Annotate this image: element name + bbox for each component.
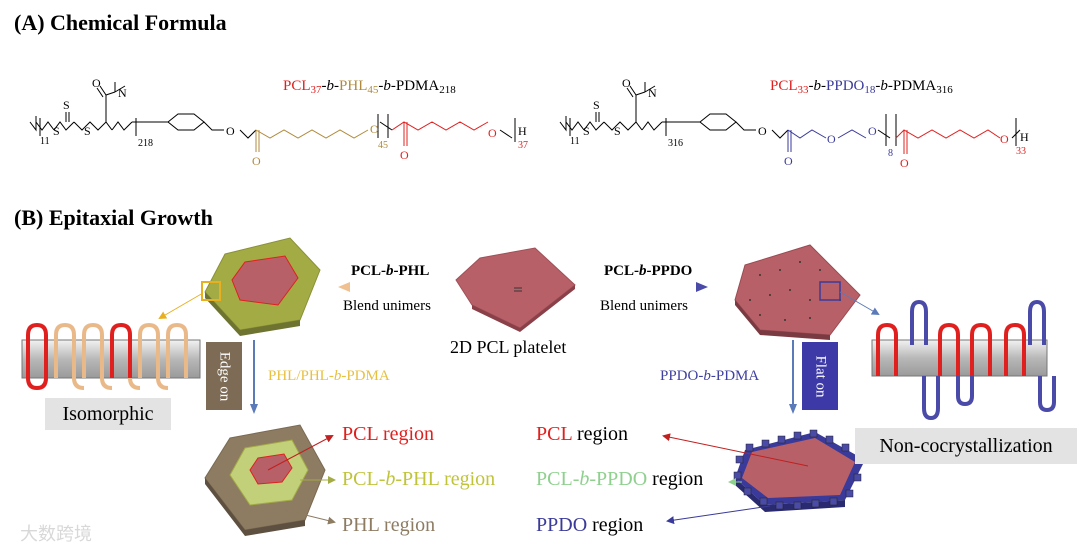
right-ppdo-region-label: PPDO region [536, 514, 644, 536]
right-struct-s1: S [583, 124, 590, 138]
left-formula-sep1: -b- [321, 78, 340, 94]
non-cocrystallization-box: Non-cocrystallization [855, 428, 1077, 464]
edge-on-label: Edge on [216, 351, 233, 401]
left-arrow-caption: Blend unimers [343, 298, 431, 314]
left-struct-o3: O [252, 154, 261, 168]
right-struct-s3: S [614, 124, 621, 138]
right-struct-n33: 33 [1016, 146, 1026, 157]
right-pcl-region-label: PCL region [536, 423, 629, 445]
left-struct-o1: O [92, 76, 101, 90]
section-a-heading: (A) Chemical Formula [14, 10, 227, 35]
left-pcl-region-arrow [267, 435, 334, 471]
left-top-platelet [201, 237, 321, 336]
left-bottom-platelet [204, 424, 326, 536]
right-structure [559, 82, 756, 136]
left-pcl-region-label: PCL region [342, 423, 435, 445]
left-phl-region-label: PHL region [342, 514, 436, 536]
right-struct-o2: O [758, 124, 767, 138]
center-platelet-label: 2D PCL platelet [450, 337, 567, 357]
flat-on-box: Flat on [802, 342, 838, 410]
right-struct-o6: O [900, 156, 909, 170]
right-top-platelet [734, 244, 861, 340]
left-phl-chain [255, 129, 369, 139]
right-struct-o5: O [868, 124, 877, 138]
left-struct-o5: O [400, 148, 409, 162]
right-formula-sep1: -b- [808, 78, 827, 94]
right-struct-o7: O [1000, 132, 1009, 146]
right-zoom-arrow [839, 291, 880, 316]
right-arrow-title: PCL-b-PPDO [604, 263, 693, 279]
flat-on-label: Flat on [812, 354, 829, 398]
right-pcl-chain [895, 129, 1001, 139]
left-struct-s3: S [84, 124, 91, 138]
right-formula-pcl: PCL [770, 78, 798, 94]
right-side-label: PPDO-b-PDMA [660, 368, 760, 384]
right-formula-sep2: -b- [875, 78, 893, 94]
isomorphic-box: Isomorphic [45, 398, 171, 430]
right-ppdo-chain [787, 129, 827, 139]
left-formula-sep2: -b- [378, 78, 396, 94]
left-struct-n37: 37 [518, 140, 528, 151]
left-pcl-chain [391, 121, 489, 131]
left-zoom-arrow [158, 292, 204, 320]
right-formula-mid: PPDO [826, 78, 865, 94]
right-formula-title: PCL33-b-PPDO18-b-PDMA316 [770, 78, 953, 96]
right-struct-n: N [648, 86, 657, 100]
right-struct-h: H [1020, 130, 1029, 144]
left-struct-n45: 45 [378, 140, 388, 151]
left-copoly-region-label: PCL-b-PHL region [342, 468, 496, 490]
left-formula-title: PCL37-b-PHL45-b-PDMA218 [283, 78, 456, 96]
watermark: 大数跨境 [20, 524, 92, 545]
right-struct-n316: 316 [668, 138, 683, 149]
left-struct-n218: 218 [138, 138, 153, 149]
left-side-label: PHL/PHL-b-PDMA [268, 368, 390, 384]
right-ppdo-region-arrow [666, 505, 771, 525]
left-struct-n: N [118, 86, 127, 100]
center-platelet [455, 247, 576, 332]
left-phl-region-arrow [284, 509, 336, 525]
left-formula-pcl: PCL [283, 78, 311, 94]
right-formula-pcl-dp: 33 [797, 84, 809, 96]
right-formula-pdma-dp: 316 [936, 84, 953, 96]
left-struct-h: H [518, 124, 527, 138]
right-struct-o1: O [622, 76, 631, 90]
left-struct-o6: O [488, 126, 497, 140]
right-bottom-platelet [733, 429, 865, 512]
right-formula-mid-dp: 18 [864, 84, 876, 96]
left-struct-o2: O [226, 124, 235, 138]
section-b-heading: (B) Epitaxial Growth [14, 205, 213, 230]
left-formula-mid: PHL [339, 78, 368, 94]
right-struct-o4: O [827, 132, 836, 146]
left-struct-s2: S [63, 98, 70, 112]
right-formula-pdma: PDMA [892, 78, 937, 94]
left-arrow-title: PCL-b-PHL [351, 263, 430, 279]
left-ester1 [239, 129, 257, 139]
left-formula-pdma: PDMA [395, 78, 440, 94]
right-copoly-region-label: PCL-b-PPDO region [536, 468, 704, 490]
right-struct-n8: 8 [888, 148, 893, 159]
left-formula-pcl-dp: 37 [310, 84, 322, 96]
right-struct-n11: 11 [570, 136, 580, 147]
right-struct-o3: O [784, 154, 793, 168]
right-arrow-caption: Blend unimers [600, 298, 688, 314]
edge-on-box: Edge on [206, 342, 242, 410]
right-lamella [871, 299, 1056, 421]
left-structure [29, 82, 224, 136]
left-struct-o4: O [370, 122, 379, 136]
left-struct-s1: S [53, 124, 60, 138]
left-formula-mid-dp: 45 [367, 84, 379, 96]
right-pcl-region-arrow [662, 433, 809, 467]
left-lamella [21, 322, 201, 391]
right-struct-s2: S [593, 98, 600, 112]
left-formula-pdma-dp: 218 [439, 84, 456, 96]
left-struct-n11: 11 [40, 136, 50, 147]
